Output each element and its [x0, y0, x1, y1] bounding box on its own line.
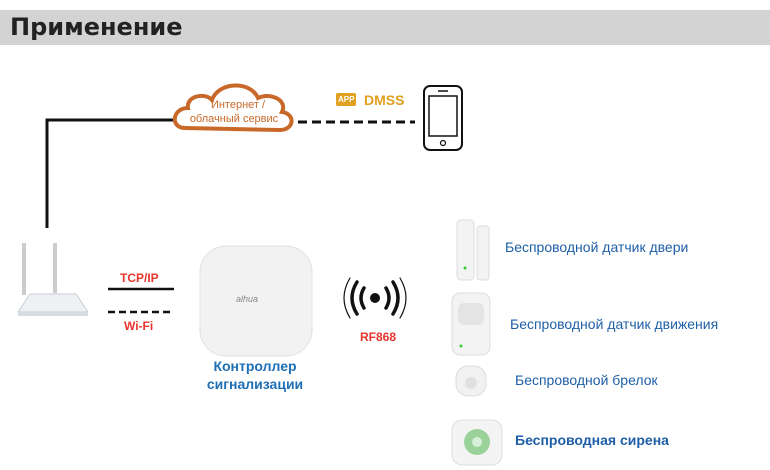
smartphone-icon [423, 85, 463, 151]
wireless-signal-icon [343, 277, 407, 319]
alarm-controller-image [199, 245, 313, 357]
device-label-door-sensor: Беспроводной датчик двери [505, 239, 689, 255]
door-sensor-image [456, 219, 490, 281]
cloud-label-2: облачный сервис [189, 113, 279, 125]
cloud-icon [172, 83, 294, 133]
motion-sensor-image [451, 292, 491, 356]
app-icon: APP [336, 93, 357, 106]
key-fob-image [455, 365, 487, 397]
device-label-key-fob: Беспроводной брелок [515, 372, 658, 388]
siren-image [451, 419, 503, 466]
device-label-motion-sensor: Беспроводной датчик движения [510, 316, 719, 332]
page-title: Применение [10, 13, 183, 41]
router-icon [17, 243, 89, 316]
controller-label-1: Контроллер [213, 358, 297, 374]
app-name: DMSS [364, 92, 405, 108]
wired-line [45, 118, 178, 228]
device-label-siren: Беспроводная сирена [515, 432, 669, 448]
cloud-label-1: Интернет / [210, 99, 266, 111]
header-bar [0, 10, 770, 45]
controller-label-2: сигнализации [206, 376, 304, 392]
dahua-logo: alhua [236, 294, 259, 304]
tcp-ip-label: TCP/IP [120, 271, 159, 285]
wifi-label: Wi-Fi [124, 319, 154, 333]
rf868-label: RF868 [360, 330, 397, 344]
